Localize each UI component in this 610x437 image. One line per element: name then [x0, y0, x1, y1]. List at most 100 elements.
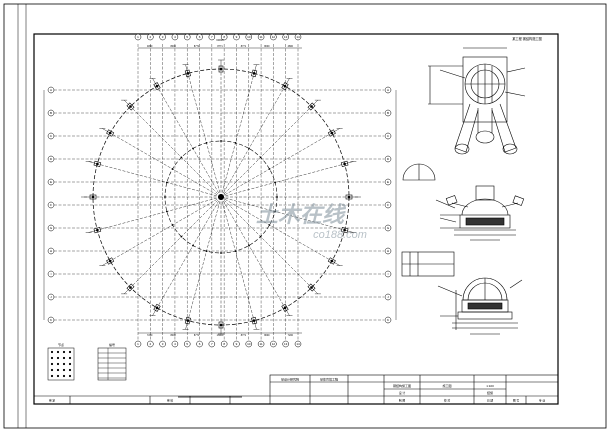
- legend-dot: [56, 350, 60, 354]
- radial-beam: [220, 196, 312, 288]
- grid-label-top: 11: [260, 35, 263, 39]
- node-leader: [284, 78, 290, 87]
- radial-beam: [130, 106, 222, 198]
- grid-bubble-bottom: [208, 340, 216, 348]
- radial-beam: [156, 86, 222, 198]
- node-leader: [152, 307, 158, 316]
- radial-beam: [220, 132, 332, 198]
- node-leader: [102, 128, 111, 134]
- title-cell-6: 日 期: [487, 399, 494, 403]
- node-leader: [102, 260, 111, 266]
- dimension-text-top: 4800: [288, 45, 294, 48]
- watermark-text: 土木在线: [256, 202, 347, 227]
- grid-label-right: H: [387, 249, 389, 253]
- legend-left-header: 节点: [58, 342, 64, 347]
- grid-bubble-left: [47, 201, 55, 209]
- grid-bubble-left: [47, 132, 55, 140]
- legend-dot: [62, 362, 66, 366]
- grid-label-right: D: [387, 157, 390, 161]
- title-scale: 1:100: [486, 384, 494, 388]
- inner-ring-node: [259, 156, 262, 159]
- radial-beam: [187, 73, 222, 198]
- node-detail-middle: [435, 185, 525, 241]
- dimension-text-bottom: 8771: [241, 334, 247, 337]
- inner-ring-node: [205, 250, 208, 252]
- title-cell-8: 专 业: [539, 399, 546, 403]
- grid-label-top: 10: [247, 35, 251, 39]
- dimension-text-top: 4800: [147, 45, 153, 48]
- grid-bubble-right: [384, 201, 392, 209]
- grid-bubble-right: [384, 155, 392, 163]
- grid-label-left: A: [50, 88, 52, 92]
- title-project: 某体育馆工程: [320, 377, 338, 382]
- grid-label-bottom: 14: [296, 342, 300, 346]
- grid-label-bottom: 11: [260, 342, 263, 346]
- inner-ring-node: [276, 196, 278, 198]
- title-cell-2: 审 核: [167, 399, 174, 403]
- grid-label-left: D: [50, 157, 53, 161]
- legend-dot: [68, 368, 72, 372]
- grid-label-bottom: 9: [236, 342, 238, 346]
- grid-label-left: B: [50, 111, 52, 115]
- node-leader: [253, 320, 257, 330]
- inner-ring-node: [180, 235, 183, 238]
- grid-bubble-bottom: [183, 340, 191, 348]
- radial-beam: [110, 132, 222, 198]
- grid-label-bottom: 6: [199, 342, 201, 346]
- legend-dot: [62, 374, 66, 378]
- grid-bubble-top: [208, 33, 216, 41]
- grid-label-top: 13: [284, 35, 288, 39]
- inner-ring-node: [234, 250, 237, 252]
- title-cell-7: 图 号: [513, 399, 520, 403]
- legend-dot: [50, 350, 54, 354]
- grid-bubble-bottom: [147, 340, 154, 348]
- radial-beam: [220, 196, 345, 231]
- grid-bubble-right: [384, 316, 392, 324]
- grid-bubble-top: [134, 33, 142, 41]
- inner-ring-node: [205, 142, 208, 144]
- legend-table-right: [97, 347, 127, 381]
- legend-dot: [50, 374, 54, 378]
- title-discipline: 结施: [487, 390, 493, 395]
- radial-beam: [220, 196, 332, 262]
- grid-bubble-right: [384, 178, 392, 186]
- title-block-text: 某设计研究院 某体育馆工程 钢结构施工图 施工图 1:100 结施 审 定 审 …: [49, 377, 546, 403]
- inner-ring-node: [192, 147, 194, 150]
- sheet-label: 某工程 钢结构施工图: [512, 36, 542, 41]
- semicircle-detail: [402, 163, 436, 181]
- grid-label-left: K: [50, 318, 52, 322]
- inner-ring-node: [268, 168, 271, 170]
- grid-label-top: 14: [296, 35, 300, 39]
- inner-ring-node: [220, 140, 222, 142]
- grid-bubble-top: [245, 33, 253, 41]
- grid-bubble-top: [220, 33, 228, 41]
- legend-dot: [62, 356, 66, 360]
- grid-bubble-right: [384, 109, 392, 117]
- legend-dot: [68, 362, 72, 366]
- grid-bubble-top: [270, 33, 277, 41]
- dimension-text-bottom: 8771: [194, 334, 200, 337]
- grid-label-top: 8: [223, 35, 225, 39]
- grid-label-bottom: 12: [272, 342, 276, 346]
- grid-bubble-bottom: [159, 340, 166, 348]
- grid-bubble-bottom: [245, 340, 253, 348]
- radial-beam: [220, 86, 286, 198]
- radial-beam: [220, 106, 312, 198]
- dimension-text-top: 8771: [217, 45, 223, 48]
- dimension-text-bottom: 7200: [288, 334, 294, 337]
- radial-beam: [220, 196, 255, 321]
- grid-bubble-right: [384, 132, 392, 140]
- grid-label-bottom: 13: [284, 342, 288, 346]
- grid-bubble-bottom: [257, 340, 265, 348]
- legend-dot-grid: [50, 350, 72, 378]
- grid-label-right: I: [388, 272, 389, 276]
- dimension-text-bottom: 8000: [264, 334, 270, 337]
- grid-bubble-left: [47, 247, 55, 255]
- grid-label-left: F: [50, 203, 52, 207]
- inner-ring-node: [274, 181, 276, 184]
- grid-label-bottom: 10: [247, 342, 251, 346]
- grid-bubble-top: [282, 33, 289, 41]
- title-block: [34, 374, 559, 405]
- node-leader: [253, 64, 257, 74]
